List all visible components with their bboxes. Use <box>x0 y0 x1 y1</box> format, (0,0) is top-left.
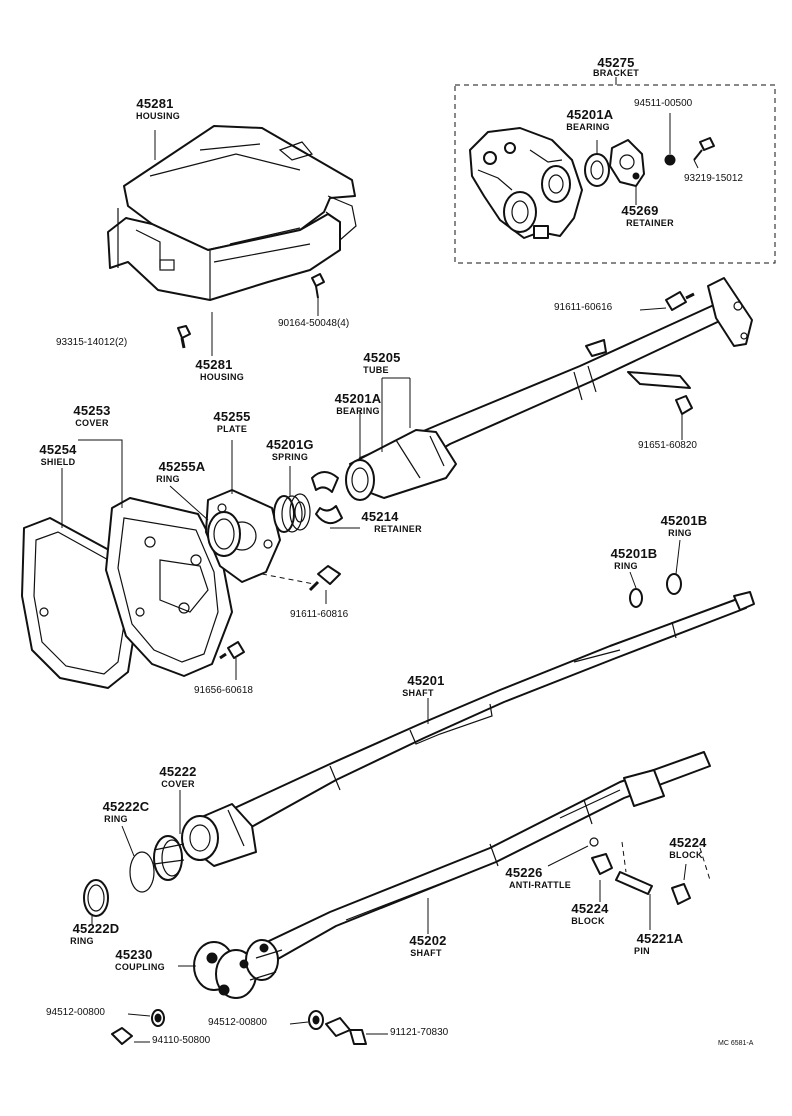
upper-housing <box>107 125 357 301</box>
bottom-fasteners <box>111 1009 388 1045</box>
part-number-45202: 45202 <box>409 933 447 948</box>
part-number-45224-lower: 45224 <box>571 901 609 916</box>
retainer-plate <box>609 139 645 205</box>
lower-shaft <box>249 751 711 969</box>
part-number-45254: 45254 <box>39 442 77 457</box>
part-number-93219-15012: 93219-15012 <box>684 173 743 184</box>
part-number-93315-14012: 93315-14012(2) <box>56 337 128 348</box>
part-number-45214: 45214 <box>361 509 399 524</box>
part-name-block-upper: BLOCK <box>669 850 703 860</box>
part-number-45222: 45222 <box>159 764 197 779</box>
part-number-45224-upper: 45224 <box>669 835 707 850</box>
part-number-45253: 45253 <box>73 403 111 418</box>
bracket-casting <box>469 127 583 239</box>
plate-ring <box>169 485 241 557</box>
part-name-coupling: COUPLING <box>115 962 165 972</box>
part-name-shaft-lower: SHAFT <box>410 948 442 958</box>
part-number-45275: 45275 <box>597 55 635 70</box>
part-name-housing-lower: HOUSING <box>199 372 245 382</box>
tube-bolt-upper <box>639 291 695 311</box>
part-number-45201g: 45201G <box>266 437 314 452</box>
part-number-45230: 45230 <box>115 947 153 962</box>
part-name-housing-upper: HOUSING <box>135 111 181 121</box>
part-name-spring: SPRING <box>271 452 309 462</box>
part-number-94512-00800-left: 94512-00800 <box>46 1007 105 1018</box>
housing-screws <box>177 273 325 349</box>
upper-shaft <box>225 591 755 831</box>
part-number-45222d: 45222D <box>72 921 120 936</box>
part-number-94511-00500: 94511-00500 <box>634 98 693 109</box>
snap-ring <box>83 879 109 924</box>
part-number-45255: 45255 <box>213 409 251 424</box>
coil-spring <box>273 466 311 533</box>
universal-coupling <box>193 939 283 999</box>
part-name-anti-rattle: ANTI-RATTLE <box>508 880 572 890</box>
part-number-45281-upper: 45281 <box>136 96 174 111</box>
part-number-45201b-right: 45201B <box>660 513 708 528</box>
cover-plate <box>105 497 233 677</box>
part-name-ring-45201b-right: RING <box>668 528 692 538</box>
part-number-45255a: 45255A <box>158 459 206 474</box>
tube-bolt-lower <box>675 395 693 440</box>
boot-ring <box>121 825 185 893</box>
bracket-bearing <box>584 140 610 187</box>
part-name-bearing-tube: BEARING <box>336 406 380 416</box>
part-number-45221a: 45221A <box>636 931 684 946</box>
split-retainer <box>311 471 360 529</box>
part-name-bracket: BRACKET <box>592 68 640 78</box>
bracket-screws <box>664 113 715 169</box>
part-number-45201: 45201 <box>407 673 445 688</box>
column-tube <box>345 277 753 501</box>
part-name-plate: PLATE <box>216 424 248 434</box>
shaft-rings <box>629 539 682 608</box>
part-number-91121-70830: 91121-70830 <box>390 1027 449 1038</box>
part-name-cover-45222: COVER <box>161 779 195 789</box>
figure-code: MC 6581-A <box>718 1040 754 1047</box>
part-number-45201b-left: 45201B <box>610 546 658 561</box>
part-number-90164-50048: 90164-50048(4) <box>278 318 350 329</box>
anti-rattle-parts <box>547 837 711 930</box>
part-number-91651-60820: 91651-60820 <box>638 440 697 451</box>
part-number-45269: 45269 <box>621 203 659 218</box>
part-number-45222c: 45222C <box>102 799 150 814</box>
part-name-retainer-45214: RETAINER <box>374 524 422 534</box>
part-name-tube: TUBE <box>363 365 389 375</box>
cover-bolt <box>219 641 245 680</box>
part-name-block-lower: BLOCK <box>571 916 605 926</box>
part-number-91611-60816: 91611-60816 <box>290 609 349 620</box>
part-name-cover-45253: COVER <box>75 418 109 428</box>
part-name-bearing-bracket: BEARING <box>566 122 610 132</box>
part-number-91611-60616: 91611-60616 <box>554 302 613 313</box>
part-number-94110-50800: 94110-50800 <box>152 1035 211 1046</box>
part-name-shield: SHIELD <box>40 457 76 467</box>
part-number-45226: 45226 <box>505 865 543 880</box>
part-name-ring-45201b-left: RING <box>614 561 638 571</box>
part-name-ring-45222c: RING <box>104 814 128 824</box>
part-name-shaft-upper: SHAFT <box>402 688 434 698</box>
part-number-91656-60618: 91656-60618 <box>194 685 253 696</box>
part-number-45201a-tube: 45201A <box>334 391 382 406</box>
part-name-retainer-45269: RETAINER <box>626 218 674 228</box>
part-number-45205: 45205 <box>363 350 401 365</box>
part-name-ring-45255a: RING <box>156 474 180 484</box>
bracket-kit-outline <box>454 84 776 264</box>
part-number-45201a-bracket: 45201A <box>566 107 614 122</box>
part-number-94512-00800-right: 94512-00800 <box>208 1017 267 1028</box>
part-number-45281-lower: 45281 <box>195 357 233 372</box>
plate-bolt <box>261 565 341 604</box>
part-name-ring-45222d: RING <box>70 936 94 946</box>
shaft-yoke-cover <box>181 803 257 867</box>
part-name-pin: PIN <box>634 946 650 956</box>
